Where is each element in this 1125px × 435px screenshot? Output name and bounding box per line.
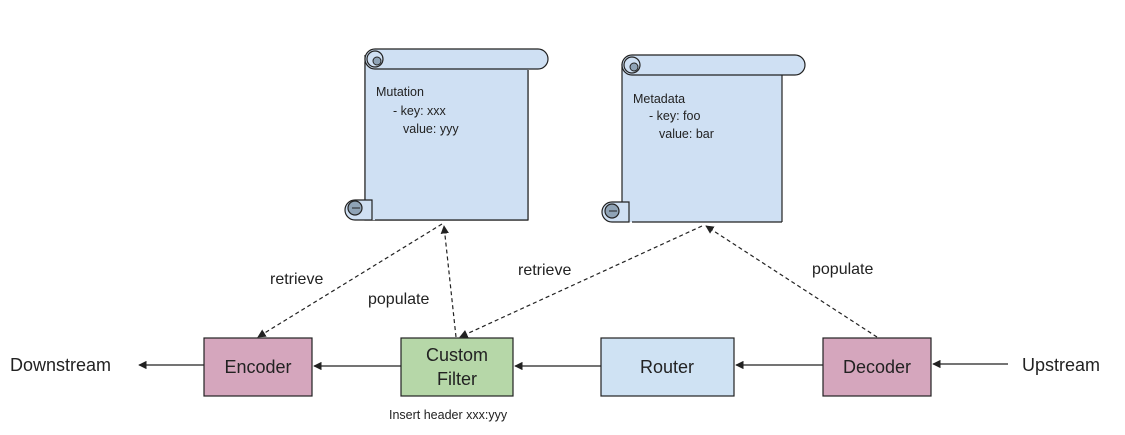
upstream-label: Upstream	[1022, 355, 1100, 375]
mutation-scroll: Mutation - key: xxx value: yyy	[344, 48, 549, 221]
retrieve-mutation-arrow	[257, 223, 443, 338]
router-label: Router	[640, 357, 694, 377]
filter-note: Insert header xxx:yyy	[389, 408, 508, 422]
metadata-title: Metadata	[633, 92, 685, 106]
mutation-key-line: - key: xxx	[393, 104, 447, 118]
encoder-node: Encoder	[203, 337, 313, 397]
retrieve-metadata-arrow	[459, 225, 703, 338]
retrieve-label-left: retrieve	[270, 271, 323, 288]
populate-metadata-arrow	[705, 225, 878, 338]
metadata-key-line: - key: foo	[649, 109, 700, 123]
custom-filter-label-line2: Filter	[437, 369, 477, 389]
metadata-scroll: Metadata - key: foo value: bar	[601, 54, 806, 223]
populate-label-left: populate	[368, 291, 429, 308]
metadata-value-line: value: bar	[659, 127, 714, 141]
decoder-label: Decoder	[843, 357, 911, 377]
mutation-value-line: value: yyy	[403, 122, 459, 136]
decoder-node: Decoder	[822, 337, 932, 397]
custom-filter-node: Custom Filter	[400, 337, 514, 397]
mutation-title: Mutation	[376, 85, 424, 99]
custom-filter-label-line1: Custom	[426, 345, 488, 365]
retrieve-label-right: retrieve	[518, 262, 571, 279]
populate-label-right: populate	[812, 261, 873, 278]
encoder-label: Encoder	[224, 357, 291, 377]
router-node: Router	[600, 337, 735, 397]
populate-mutation-arrow	[440, 225, 457, 338]
downstream-label: Downstream	[10, 355, 111, 375]
